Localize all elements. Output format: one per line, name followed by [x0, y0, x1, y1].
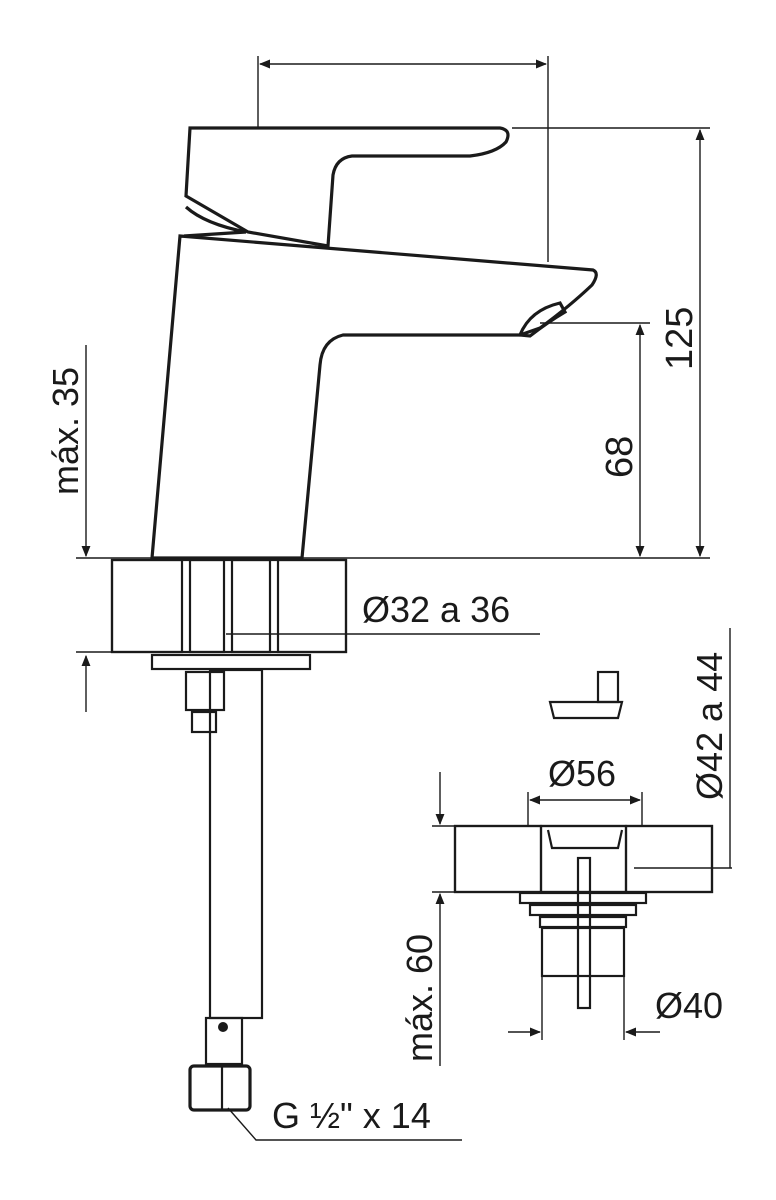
dim-thread: G ½" x 14	[272, 1095, 431, 1136]
hose-fitting	[188, 1064, 252, 1112]
fixing-plate	[150, 653, 312, 671]
dim-40: Ø40	[655, 985, 723, 1026]
dim-max-60: máx. 60	[399, 934, 440, 1062]
flexible-hose	[208, 668, 264, 1020]
faucet-aerator	[517, 301, 568, 338]
faucet-spout	[150, 234, 598, 560]
dim-drain-hole: Ø42 a 44	[689, 652, 730, 800]
dim-125: 125	[659, 307, 701, 370]
dim-max-35: máx. 35	[45, 367, 86, 495]
hose-ferrule	[204, 1016, 244, 1066]
fixing-nut	[184, 670, 226, 712]
hose-upper	[230, 558, 272, 654]
faucet-lever	[184, 126, 510, 248]
dim-hole-diameter: Ø32 a 36	[362, 589, 510, 630]
drain-body	[518, 856, 648, 1010]
dim-56: Ø56	[548, 753, 616, 794]
faucet-body	[150, 126, 598, 560]
countertop-section	[110, 558, 348, 654]
mounting-rod	[188, 558, 226, 654]
popup-plug	[548, 670, 624, 720]
dim-68: 68	[599, 436, 641, 478]
